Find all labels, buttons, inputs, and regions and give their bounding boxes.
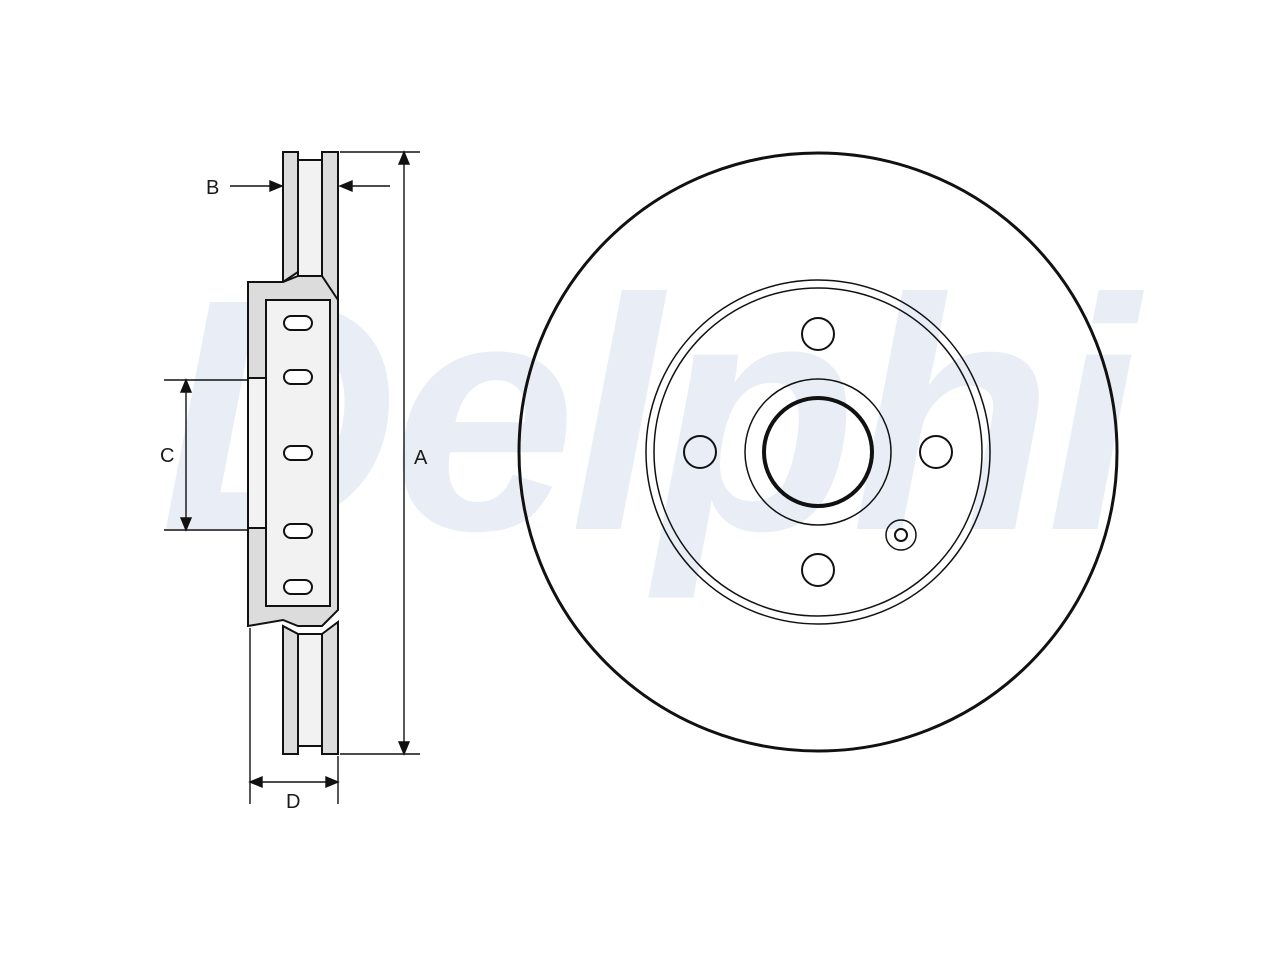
dimension-lines: [164, 150, 420, 804]
bolt-hole-right: [919, 435, 953, 469]
bolt-hole-bottom: [801, 553, 835, 587]
locating-screw-outer: [885, 519, 917, 551]
hat-outer-ring: [645, 279, 991, 625]
dimension-label-b: B: [206, 177, 219, 199]
bolt-hole-top: [801, 317, 835, 351]
center-bore: [762, 396, 874, 508]
bolt-hole-left: [683, 435, 717, 469]
lower-outer-plate: [282, 624, 299, 755]
lower-vane: [297, 633, 323, 747]
side-section-view: [247, 151, 339, 755]
disc-outer-edge: [517, 151, 1119, 753]
side-bolt-hole: [283, 445, 313, 461]
side-bolt-hole: [283, 523, 313, 539]
upper-outer-plate: [282, 151, 299, 284]
center-pilot: [247, 377, 267, 529]
side-bolt-hole: [283, 369, 313, 385]
front-view: [517, 151, 1119, 753]
dimension-label-c: C: [160, 445, 174, 467]
side-bolt-hole: [283, 579, 313, 595]
dimension-label-d: D: [286, 791, 300, 813]
hub-flange: [744, 378, 892, 526]
side-bolt-hole: [283, 315, 313, 331]
side-bolt-holes: [283, 315, 313, 595]
lower-inner-plate: [321, 620, 339, 755]
upper-vane: [297, 159, 323, 277]
locating-screw-inner: [894, 528, 908, 542]
dimension-label-a: A: [414, 447, 428, 469]
hat-inner-ring: [653, 287, 983, 617]
